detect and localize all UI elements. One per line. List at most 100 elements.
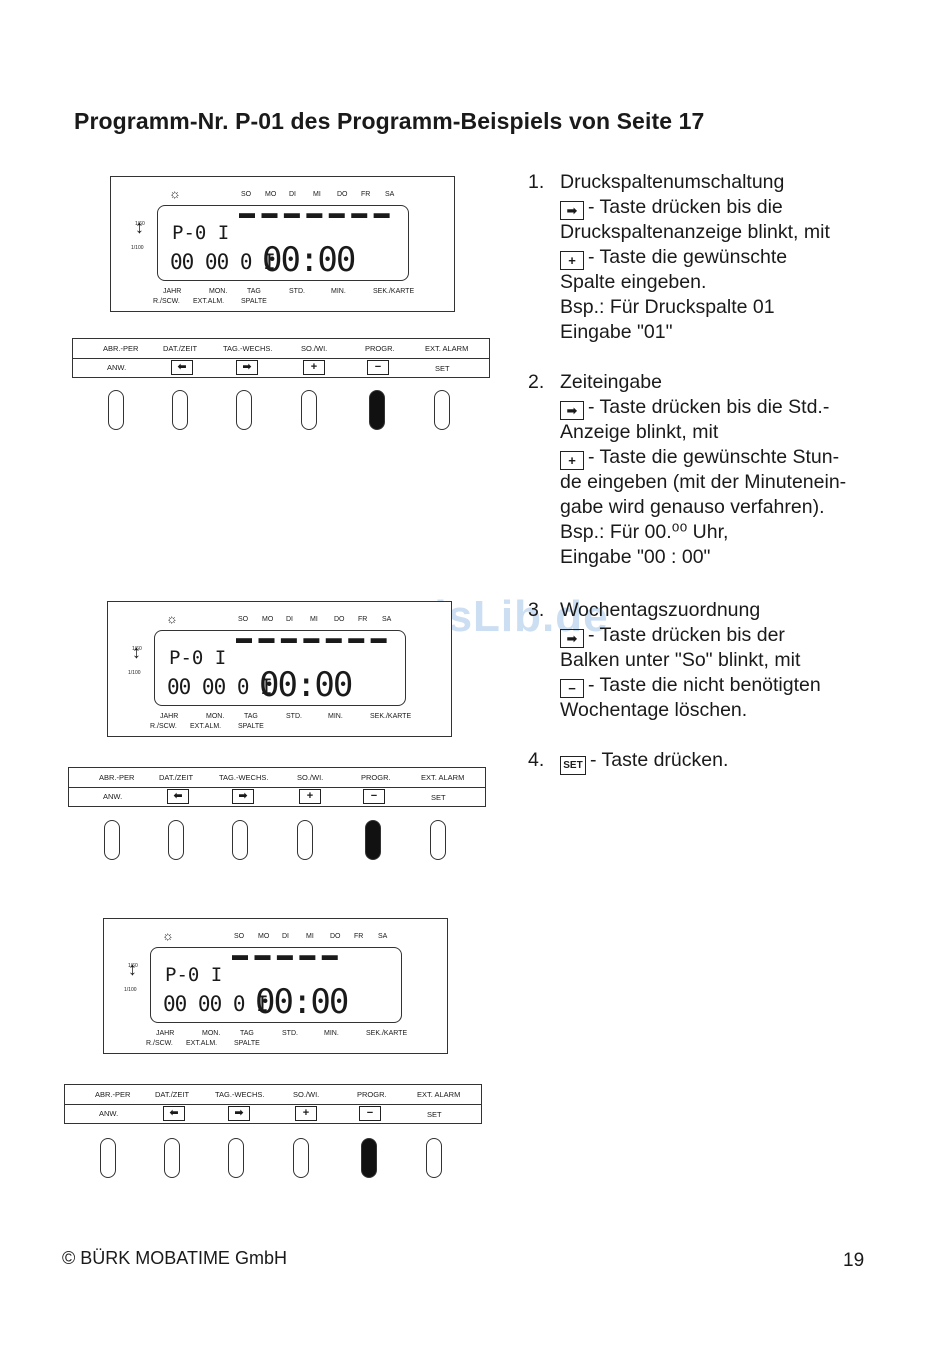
- program-number: P-0 I: [165, 964, 223, 986]
- sun-icon: ☼: [169, 186, 181, 201]
- field-label: SPALTE: [241, 298, 267, 305]
- field-label: SEK./KARTE: [366, 1030, 408, 1037]
- program-number: P-0 I: [169, 647, 227, 669]
- weekday-label: DI: [289, 191, 296, 198]
- step-text: Anzeige blinkt, mit: [560, 421, 719, 443]
- set-key[interactable]: SET: [427, 1110, 442, 1119]
- step-line: +- Taste die gewünschte Stun-: [560, 445, 930, 470]
- field-label: TAG: [244, 713, 258, 720]
- plus-key[interactable]: +: [299, 789, 321, 804]
- field-label: STD.: [289, 288, 305, 295]
- step-line: Eingabe "01": [560, 320, 930, 345]
- weekday-label: SO: [241, 191, 252, 198]
- led-indicator: [164, 1138, 180, 1178]
- step-number: 3.: [528, 599, 545, 621]
- left-arrow-key[interactable]: ⬅: [167, 789, 189, 804]
- field-label: MON.: [202, 1030, 221, 1037]
- field-label: R./SCW.: [153, 298, 180, 305]
- step-text: - Taste die nicht benötigten: [588, 674, 821, 696]
- step-line: Druckspaltenanzeige blinkt, mit: [560, 220, 930, 245]
- field-label: SPALTE: [238, 723, 264, 730]
- led-indicator: [426, 1138, 442, 1178]
- led-indicator: [232, 820, 248, 860]
- led-row: [64, 1138, 442, 1182]
- key-label: EXT. ALARM: [417, 1090, 461, 1099]
- updown-arrow-icon: ↕: [135, 217, 144, 237]
- field-label: EXT.ALM.: [193, 298, 225, 305]
- time-digits: 00:00: [259, 665, 353, 705]
- updown-arrow-icon: ↕: [128, 959, 137, 979]
- right-arrow-key[interactable]: ➡: [228, 1106, 250, 1121]
- inline-key-icon: ➡: [560, 401, 584, 420]
- weekday-label: SA: [378, 933, 388, 940]
- key-label: TAG.-WECHS.: [223, 344, 273, 353]
- step-text: gabe wird genauso verfahren).: [560, 496, 825, 518]
- weekday-label: SO: [238, 616, 249, 623]
- ratio-label-top: 1/60: [135, 221, 145, 227]
- page-title: Programm-Nr. P-01 des Programm-Beispiels…: [74, 108, 705, 134]
- weekday-bars: ▬ ▬ ▬ ▬ ▬: [232, 947, 339, 964]
- set-key[interactable]: SET: [435, 364, 450, 373]
- step-line: ➡- Taste drücken bis die Std.-: [560, 395, 930, 420]
- copyright-footer: © BÜRK MOBATIME GmbH: [62, 1248, 287, 1268]
- weekday-label: MO: [265, 191, 277, 198]
- right-arrow-key[interactable]: ➡: [236, 360, 258, 375]
- led-indicator: [100, 1138, 116, 1178]
- weekday-label: DO: [337, 191, 348, 198]
- key-label: TAG.-WECHS.: [215, 1090, 265, 1099]
- field-label: R./SCW.: [150, 723, 177, 730]
- minus-key[interactable]: −: [367, 360, 389, 375]
- led-indicator: [168, 820, 184, 860]
- field-label: TAG: [240, 1030, 254, 1037]
- step-line: Wochentage löschen.: [560, 698, 930, 723]
- key-label: EXT. ALARM: [425, 344, 469, 353]
- step-number: 4.: [528, 749, 545, 771]
- key-label: SO./WI.: [301, 344, 328, 353]
- anw-label: ANW.: [99, 1109, 119, 1118]
- step-text: Bsp.: Für Druckspalte 01: [560, 296, 775, 318]
- plus-key[interactable]: +: [295, 1106, 317, 1121]
- key-label: ABR.-PER: [103, 344, 139, 353]
- led-indicator: [104, 820, 120, 860]
- inline-key-icon: +: [560, 451, 584, 470]
- field-label: MON.: [206, 713, 225, 720]
- plus-key[interactable]: +: [303, 360, 325, 375]
- step-text: Wochentage löschen.: [560, 699, 748, 721]
- key-label: DAT./ZEIT: [155, 1090, 190, 1099]
- right-arrow-key[interactable]: ➡: [232, 789, 254, 804]
- set-key[interactable]: SET: [431, 793, 446, 802]
- field-label: TAG: [247, 288, 261, 295]
- field-label: JAHR: [163, 288, 182, 295]
- minus-key[interactable]: −: [359, 1106, 381, 1121]
- step-line: Spalte eingeben.: [560, 270, 930, 295]
- step-text: Balken unter "So" blinkt, mit: [560, 649, 801, 671]
- step-text: Zeiteingabe: [560, 371, 662, 393]
- step-text: - Taste die gewünschte: [588, 246, 788, 268]
- left-arrow-key[interactable]: ⬅: [171, 360, 193, 375]
- date-digits: 00 00 0 I: [170, 250, 276, 274]
- field-label: EXT.ALM.: [186, 1040, 218, 1047]
- weekday-label: SA: [385, 191, 395, 198]
- key-row: ANW.⬅➡+−SET: [73, 358, 489, 377]
- field-label: EXT.ALM.: [190, 723, 222, 730]
- step-text: Druckspaltenanzeige blinkt, mit: [560, 221, 830, 243]
- left-arrow-key[interactable]: ⬅: [163, 1106, 185, 1121]
- minus-key[interactable]: −: [363, 789, 385, 804]
- step-text: - Taste drücken bis die: [588, 196, 783, 218]
- led-indicator-on: [369, 390, 385, 430]
- led-indicator: [172, 390, 188, 430]
- led-indicator: [293, 1138, 309, 1178]
- step-line: −- Taste die nicht benötigten: [560, 673, 930, 698]
- inline-key-icon: −: [560, 679, 584, 698]
- inline-key-icon: ➡: [560, 201, 584, 220]
